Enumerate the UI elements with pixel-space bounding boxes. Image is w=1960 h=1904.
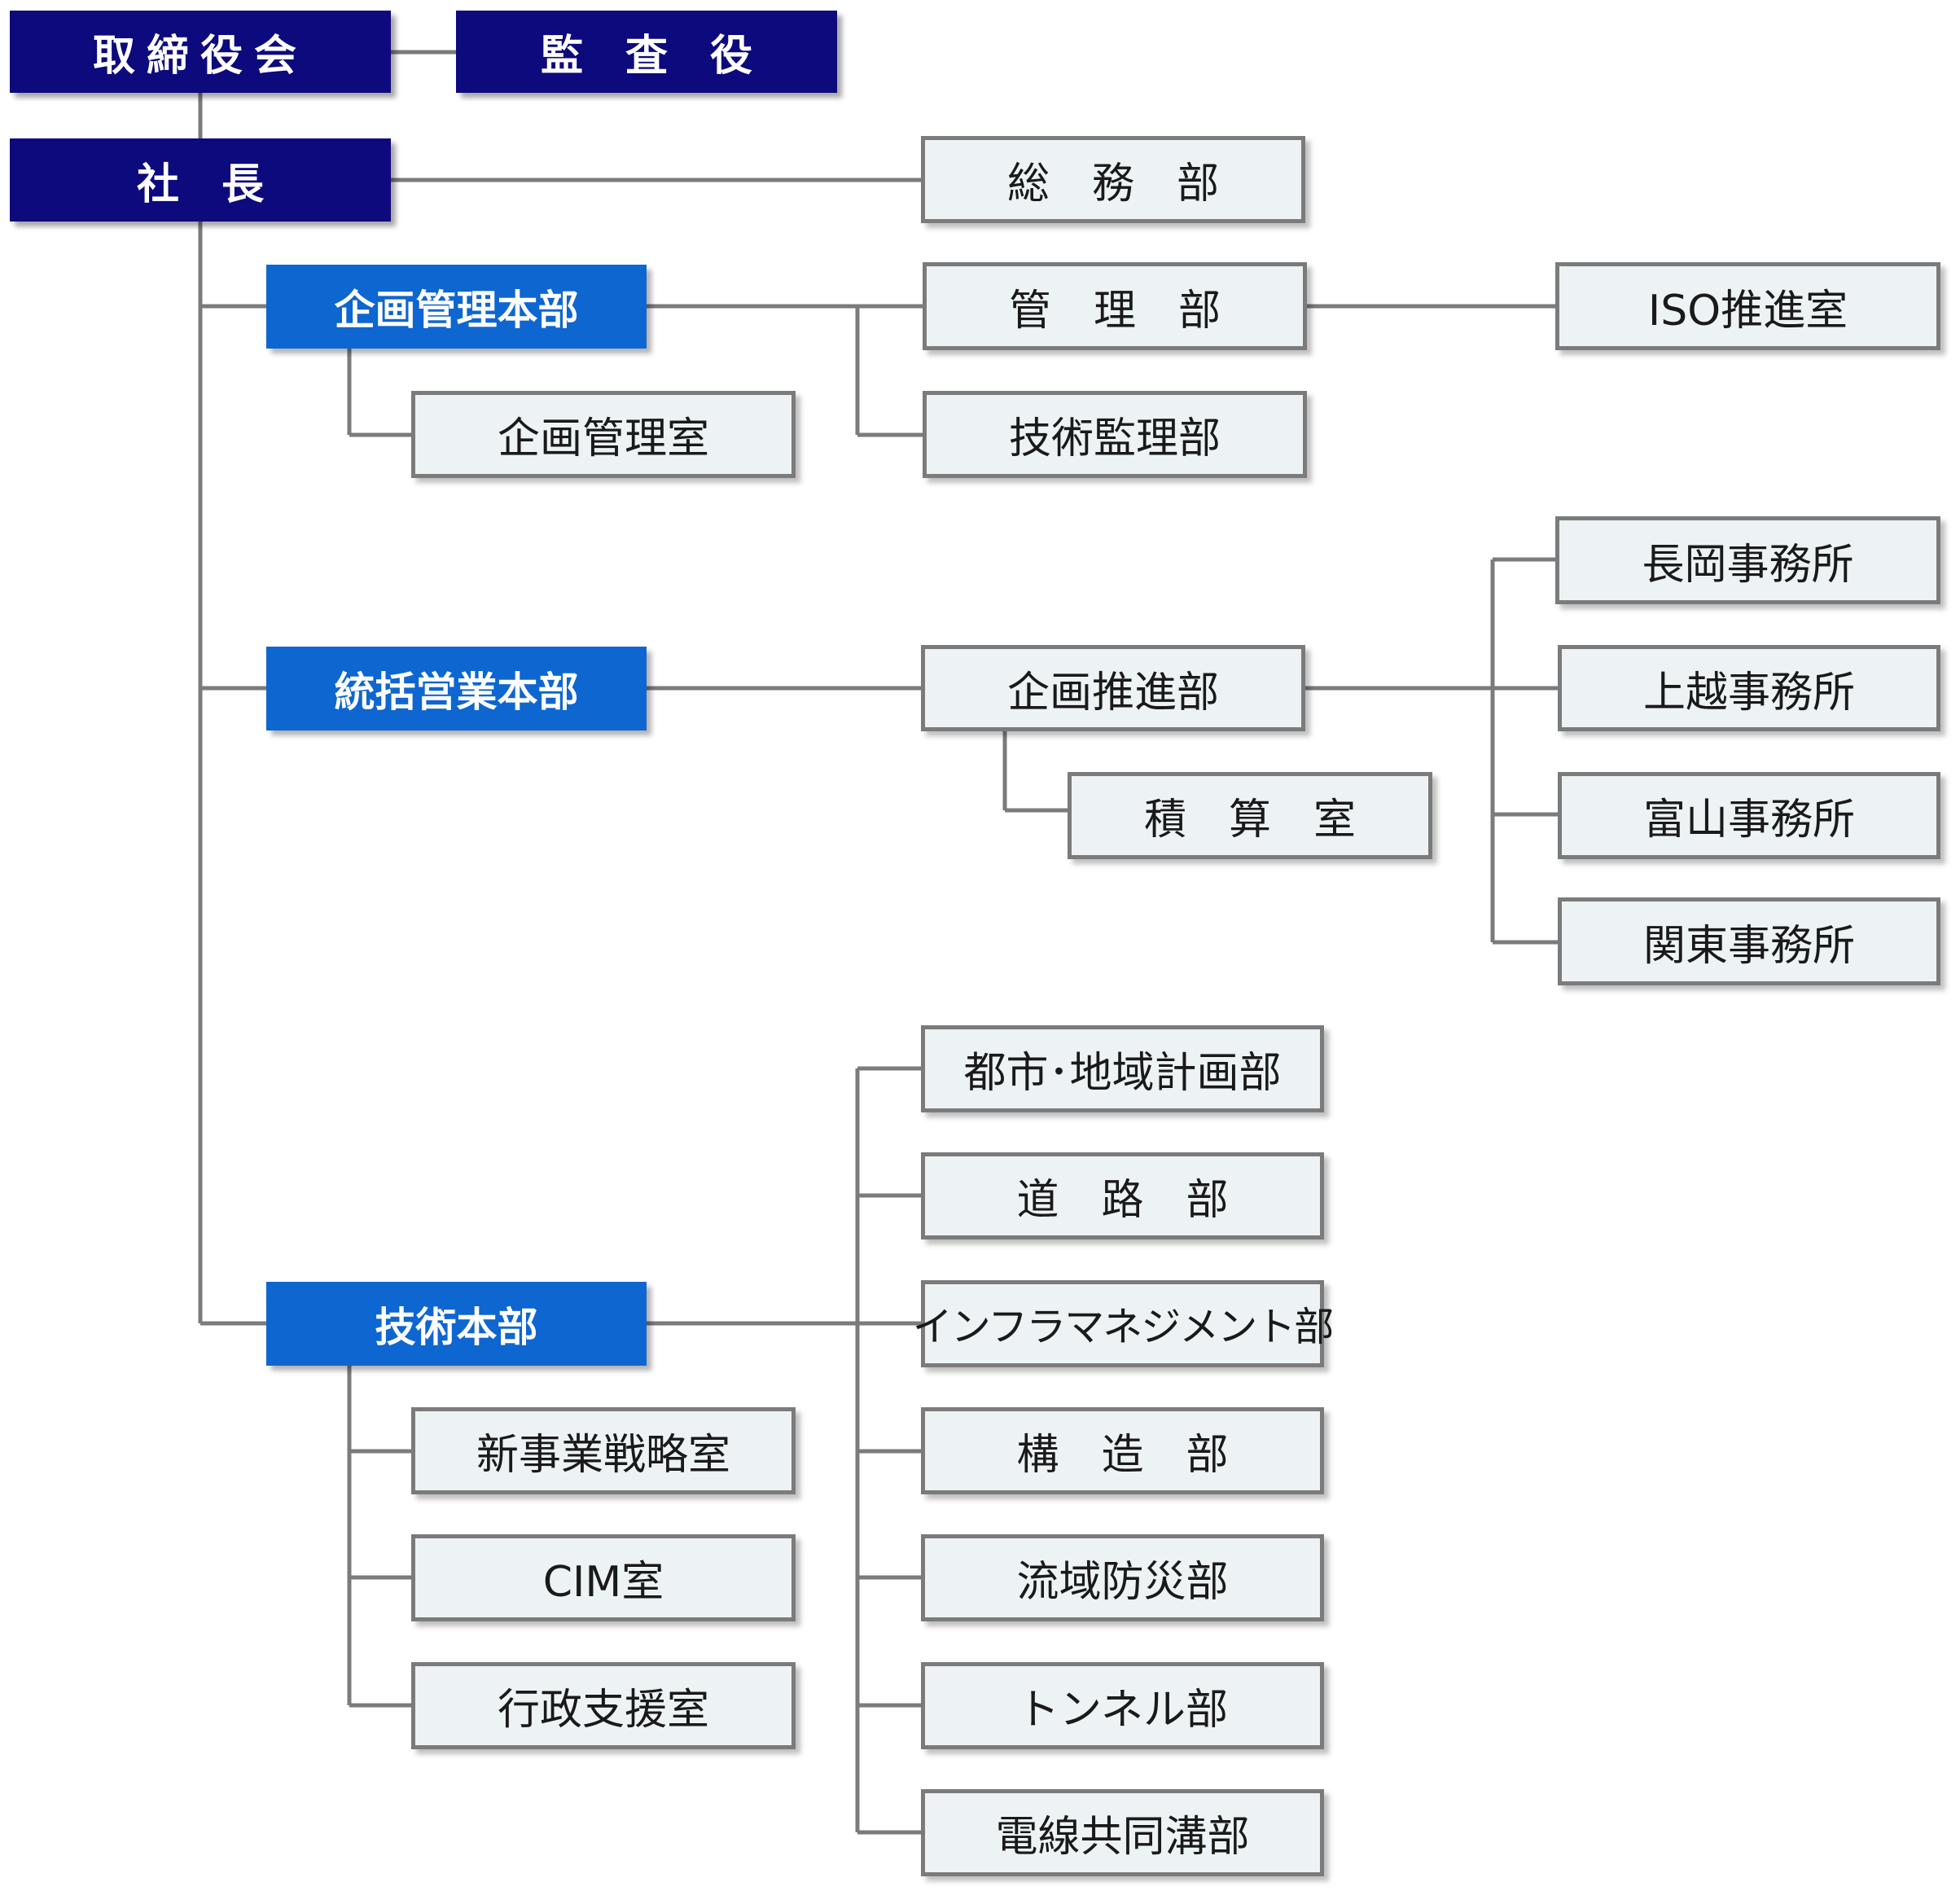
planning-promotion-dept-box: 企画推進部 [921,645,1305,731]
technical-supervision-dept-box: 技術監理部 [923,391,1307,478]
nagaoka-office-box: 長岡事務所 [1555,516,1940,604]
urban-regional-planning-dept-box: 都市･地域計画部 [921,1025,1324,1112]
kanto-office-box: 関東事務所 [1558,897,1940,985]
auditor-box: 監 査 役 [456,11,837,93]
infrastructure-management-dept-box: インフラマネジメント部 [913,1280,1334,1367]
board-of-directors-box: 取締役会 [10,11,391,93]
watershed-disaster-prevention-dept-box: 流域防災部 [921,1534,1324,1621]
technical-hq-box: 技術本部 [266,1282,647,1366]
general-sales-hq-box: 統括営業本部 [266,647,647,730]
structure-dept-box: 構 造 部 [921,1407,1324,1494]
tunnel-dept-box: トンネル部 [921,1662,1324,1749]
new-business-strategy-office-box: 新事業戦略室 [411,1407,796,1494]
administrative-support-office-box: 行政支援室 [411,1662,796,1749]
general-affairs-dept-box: 総 務 部 [921,136,1305,223]
iso-promotion-office-box: ISO推進室 [1555,262,1940,350]
planning-management-office-box: 企画管理室 [411,391,796,478]
joetsu-office-box: 上越事務所 [1558,645,1940,731]
planning-management-hq-box: 企画管理本部 [266,265,647,349]
estimation-office-box: 積 算 室 [1068,772,1432,859]
utility-duct-dept-box: 電線共同溝部 [921,1789,1324,1876]
management-dept-box: 管 理 部 [923,262,1307,350]
president-box: 社 長 [10,138,391,222]
toyama-office-box: 富山事務所 [1558,772,1940,859]
road-dept-box: 道 路 部 [921,1152,1324,1239]
cim-office-box: CIM室 [411,1534,796,1621]
